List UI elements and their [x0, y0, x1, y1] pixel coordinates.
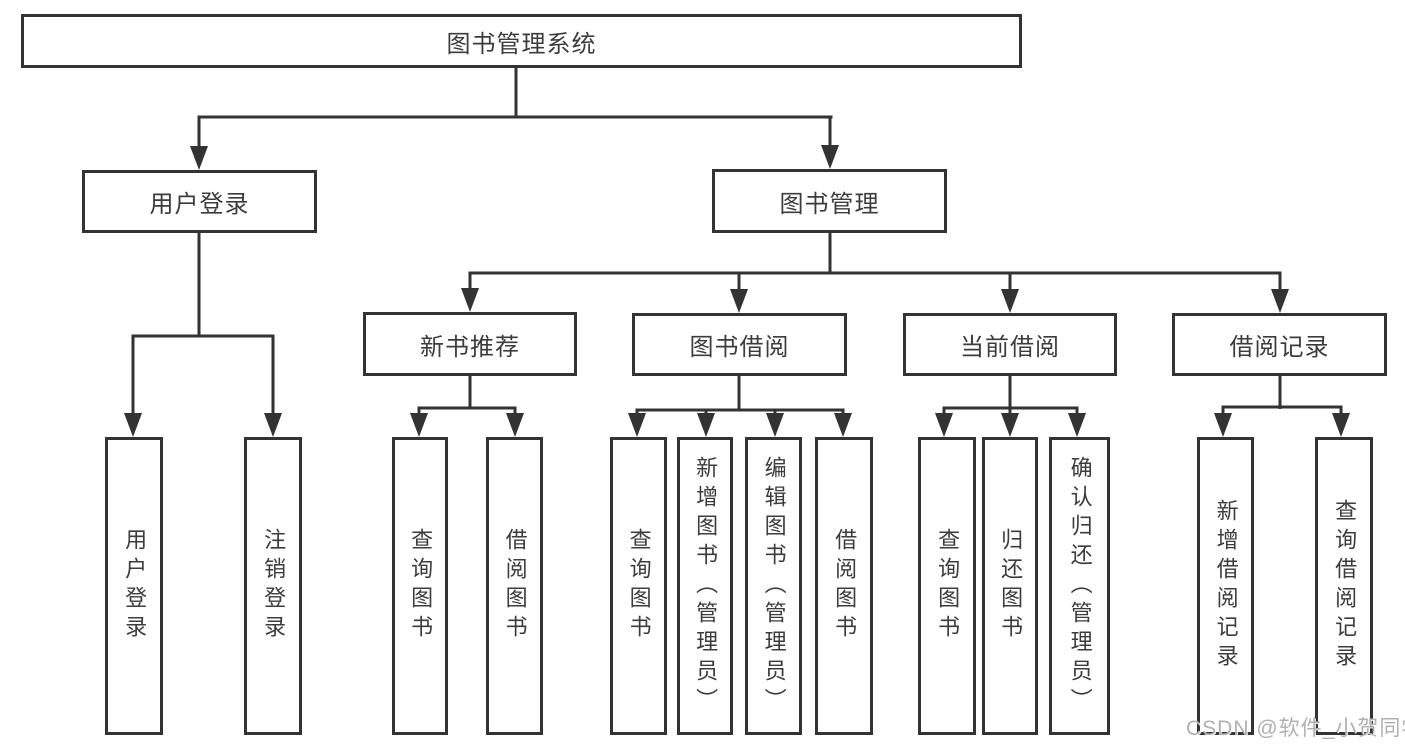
- node-book-borrow: 图书借阅: [632, 313, 847, 376]
- node-leaf-borrow-book-1-label: 借阅图书: [502, 528, 528, 644]
- node-leaf-add-record: 新增借阅记录: [1197, 437, 1254, 735]
- node-book-mgmt: 图书管理: [712, 169, 947, 233]
- node-leaf-logout: 注销登录: [244, 437, 302, 735]
- arrow-down-icon: [821, 145, 839, 169]
- node-current-borrow: 当前借阅: [903, 313, 1117, 376]
- arrow-down-icon: [730, 289, 748, 313]
- arrow-down-icon: [461, 288, 479, 312]
- node-new-book-rec: 新书推荐: [363, 312, 577, 376]
- arrow-down-icon: [506, 413, 524, 437]
- node-leaf-edit-book-label: 编辑图书（管理员）: [761, 455, 787, 717]
- node-leaf-query-record-label: 查询借阅记录: [1332, 499, 1358, 673]
- arrow-down-icon: [190, 146, 208, 170]
- arrow-down-icon: [124, 413, 142, 437]
- node-user-login: 用户登录: [82, 170, 317, 233]
- node-leaf-confirm-return-label: 确认归还（管理员）: [1067, 455, 1093, 717]
- arrow-down-icon: [1271, 289, 1289, 313]
- arrow-down-icon: [766, 413, 784, 437]
- node-leaf-query-book-2-label: 查询图书: [626, 528, 652, 644]
- arrow-down-icon: [628, 413, 646, 437]
- arrow-down-icon: [935, 413, 953, 437]
- node-leaf-return-book-label: 归还图书: [998, 528, 1024, 644]
- node-leaf-borrow-book-2: 借阅图书: [815, 437, 873, 735]
- node-leaf-logout-label: 注销登录: [261, 528, 287, 644]
- node-leaf-user-login: 用户登录: [105, 437, 163, 735]
- arrow-down-icon: [1214, 413, 1232, 437]
- node-leaf-query-book-1-label: 查询图书: [408, 528, 434, 644]
- watermark-text: CSDN @软件_小贺同学: [1186, 717, 1405, 740]
- arrow-down-icon: [1332, 413, 1350, 437]
- node-leaf-add-record-label: 新增借阅记录: [1213, 499, 1239, 673]
- arrow-down-icon: [697, 413, 715, 437]
- node-leaf-borrow-book-1: 借阅图书: [486, 437, 543, 735]
- node-leaf-query-record: 查询借阅记录: [1315, 437, 1373, 735]
- node-leaf-return-book: 归还图书: [982, 437, 1038, 735]
- node-leaf-query-book-1: 查询图书: [392, 437, 448, 735]
- node-leaf-add-book: 新增图书（管理员）: [677, 437, 733, 735]
- node-leaf-add-book-label: 新增图书（管理员）: [693, 455, 719, 717]
- node-leaf-confirm-return: 确认归还（管理员）: [1049, 437, 1110, 735]
- node-leaf-query-book-2: 查询图书: [610, 437, 667, 735]
- arrow-down-icon: [264, 413, 282, 437]
- arrow-down-icon: [410, 413, 428, 437]
- node-leaf-edit-book: 编辑图书（管理员）: [745, 437, 802, 735]
- arrow-down-icon: [1001, 289, 1019, 313]
- arrow-down-icon: [1068, 413, 1086, 437]
- node-leaf-user-login-label: 用户登录: [122, 528, 148, 644]
- node-borrow-records: 借阅记录: [1172, 313, 1387, 376]
- node-leaf-query-book-3: 查询图书: [918, 437, 976, 735]
- arrow-down-icon: [1001, 413, 1019, 437]
- node-leaf-borrow-book-2-label: 借阅图书: [832, 528, 858, 644]
- arrow-down-icon: [834, 413, 852, 437]
- node-root: 图书管理系统: [21, 14, 1022, 68]
- node-leaf-query-book-3-label: 查询图书: [935, 528, 961, 644]
